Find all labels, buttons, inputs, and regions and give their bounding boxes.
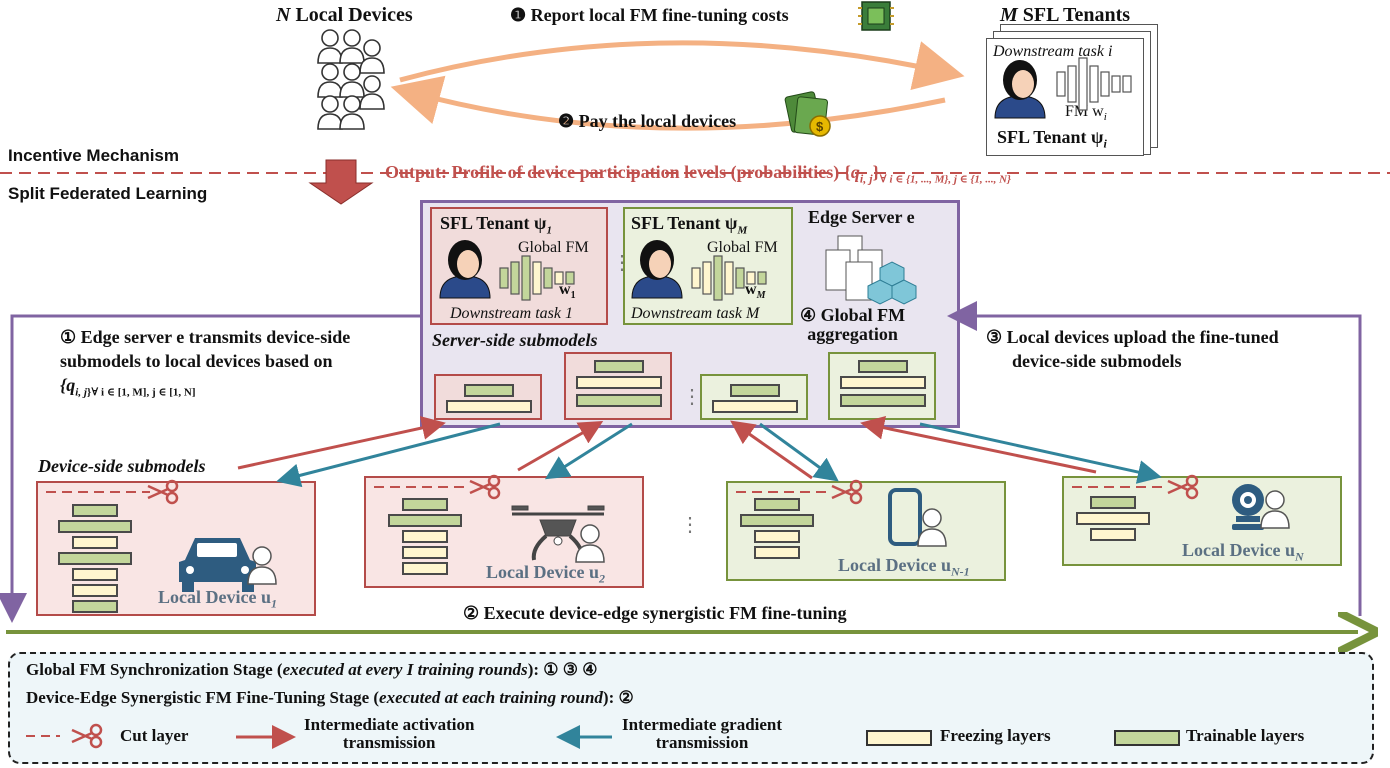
tenant-card-task: Downstream task i: [993, 43, 1113, 60]
legend-cut-layer: Cut layer: [120, 726, 189, 745]
legend-train-label: Trainable layers: [1186, 726, 1305, 745]
tenant-1-task: Downstream task 1: [450, 305, 573, 322]
output-profile-label: Output: Profile of device participation …: [385, 162, 1011, 186]
devices-title: N Local Devices: [276, 4, 413, 26]
tenant-M-weight: wM: [745, 281, 766, 302]
tenant-1-title: SFL Tenant ψ1: [440, 213, 552, 237]
tenant-card-name: SFL Tenant ψi: [997, 127, 1107, 151]
legend-train-swatch: [1114, 730, 1180, 746]
legend-freeze-label: Freezing layers: [940, 726, 1051, 745]
edge-server-title: Edge Server e: [808, 207, 915, 227]
device-u2-label: Local Device u2: [486, 562, 605, 586]
step-1-text: ① Edge server e transmits device-side su…: [60, 327, 351, 399]
legend-freeze-swatch: [866, 730, 932, 746]
tenant-M-title: SFL Tenant ψM: [631, 213, 748, 237]
tenant-1-weight: w1: [559, 281, 576, 302]
tenant-M-fm: Global FM: [707, 239, 778, 256]
server-submodel-3: [700, 374, 808, 420]
legend-sync-stage: Global FM Synchronization Stage (execute…: [26, 660, 598, 679]
tenant-avatar-icon: [994, 60, 1046, 119]
step-2-text: ② Execute device-edge synergistic FM fin…: [463, 603, 847, 623]
tenant-1-fm: Global FM: [518, 239, 589, 256]
tenant-card: Downstream task i FM wi SFL Tenant ψi: [986, 38, 1144, 156]
svg-text:$: $: [816, 119, 824, 134]
split-federated-learning-label: Split Federated Learning: [8, 184, 208, 203]
report-costs-label: ❶ Report local FM fine-tuning costs: [510, 5, 789, 25]
scissors-icon: [147, 474, 1199, 505]
server-icon: [825, 235, 917, 305]
legend-scissors-icon: [71, 723, 103, 749]
server-submodel-dots: ⋮: [682, 386, 702, 408]
legend-box: Global FM Synchronization Stage (execute…: [8, 652, 1374, 764]
tenant-M-task: Downstream task M: [631, 305, 760, 322]
user-icon: [247, 490, 1290, 585]
server-submodel-2: [564, 352, 672, 420]
server-side-submodels-label: Server-side submodels: [432, 330, 598, 350]
tenant-dots: ⋮: [612, 252, 632, 274]
server-submodel-4: [828, 352, 936, 420]
device-uN-1-label: Local Device uN-1: [838, 555, 970, 579]
tenant-1-avatar-icon: [439, 240, 491, 299]
server-submodel-1: [434, 374, 542, 420]
device-side-submodels-label: Device-side submodels: [38, 456, 206, 476]
tenants-title: M SFL Tenants: [1000, 4, 1131, 26]
pay-devices-label: ❷ Pay the local devices: [558, 111, 737, 131]
webcam-icon: [1232, 484, 1264, 530]
device-dots: ⋮: [680, 514, 700, 536]
device-uN-label: Local Device uN: [1182, 540, 1304, 564]
legend-finetune-stage: Device-Edge Synergistic FM Fine-Tuning S…: [26, 688, 634, 707]
car-icon: [179, 538, 256, 592]
step-3-text: ③ Local devices upload the fine-tuned de…: [986, 327, 1279, 371]
tenant-M-box: SFL Tenant ψM Global FM Downstream task …: [623, 207, 793, 325]
tenant-M-avatar-icon: [631, 240, 683, 299]
tenant-card-fm: FM wi: [1065, 103, 1107, 124]
incentive-mechanism-label: Incentive Mechanism: [8, 146, 180, 165]
phone-icon: [888, 488, 922, 546]
